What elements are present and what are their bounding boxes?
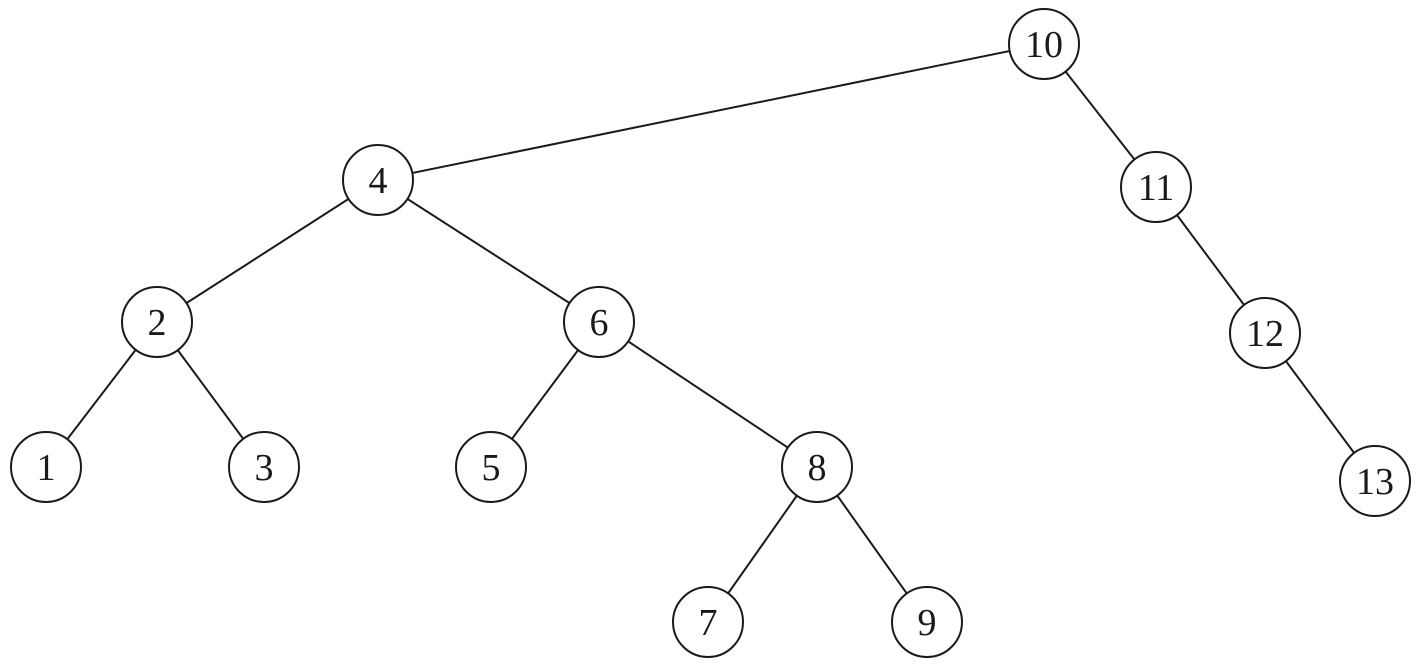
node-circle <box>10 431 82 503</box>
tree-node-7: 7 <box>672 586 744 658</box>
edge-4-2 <box>156 179 379 323</box>
node-circle <box>121 286 193 358</box>
tree-node-13: 13 <box>1339 445 1411 517</box>
node-label: 3 <box>255 447 274 489</box>
node-circle <box>228 431 300 503</box>
node-label: 7 <box>699 602 718 644</box>
edge-4-6 <box>377 179 600 323</box>
tree-node-8: 8 <box>781 431 853 503</box>
node-label: 9 <box>918 602 937 644</box>
node-circle <box>563 286 635 358</box>
node-label: 5 <box>482 447 501 489</box>
node-label: 4 <box>369 160 388 202</box>
node-circle <box>672 586 744 658</box>
tree-node-3: 3 <box>228 431 300 503</box>
node-label: 6 <box>590 302 609 344</box>
node-label: 12 <box>1246 313 1284 355</box>
node-circle <box>1008 8 1080 80</box>
tree-node-6: 6 <box>563 286 635 358</box>
node-label: 10 <box>1025 24 1063 66</box>
node-circle <box>781 431 853 503</box>
tree-node-11: 11 <box>1120 151 1192 223</box>
tree-node-12: 12 <box>1229 297 1301 369</box>
node-label: 13 <box>1356 461 1394 503</box>
node-circle <box>455 431 527 503</box>
node-circle <box>1229 297 1301 369</box>
tree-node-4: 4 <box>342 144 414 216</box>
tree-node-5: 5 <box>455 431 527 503</box>
node-circle <box>1339 445 1411 517</box>
node-label: 8 <box>808 447 827 489</box>
edge-6-8 <box>598 321 818 468</box>
tree-node-1: 1 <box>10 431 82 503</box>
node-label: 11 <box>1138 167 1175 209</box>
edge-10-4 <box>377 43 1045 181</box>
node-label: 2 <box>148 302 167 344</box>
node-circle <box>1120 151 1192 223</box>
tree-node-9: 9 <box>891 586 963 658</box>
tree-node-2: 2 <box>121 286 193 358</box>
node-label: 1 <box>37 447 56 489</box>
tree-node-10: 10 <box>1008 8 1080 80</box>
node-circle <box>891 586 963 658</box>
node-circle <box>342 144 414 216</box>
tree-edges <box>45 43 1376 623</box>
